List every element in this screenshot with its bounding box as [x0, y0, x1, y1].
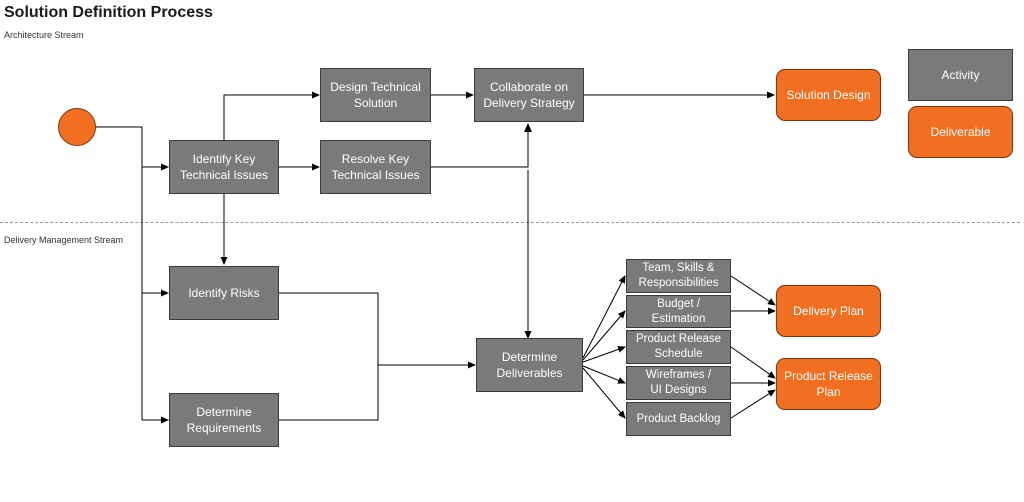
connector-fan-schedule — [582, 346, 626, 363]
stream-divider — [0, 222, 1020, 223]
activity-release-schedule: Product Release Schedule — [626, 330, 731, 364]
activity-resolve-key-issues: Resolve Key Technical Issues — [320, 140, 431, 194]
connector-schedule-to-release-plan — [730, 346, 776, 379]
architecture-stream-label: Architecture Stream — [4, 30, 84, 40]
connector-to-design-solution — [223, 91, 320, 140]
connector-start-trunk — [96, 126, 143, 420]
connector-backlog-to-release-plan — [730, 389, 776, 419]
connector-fan-budget — [582, 310, 626, 361]
connector-risks-merge — [279, 292, 379, 421]
start-node — [58, 108, 96, 146]
deliverable-solution-design: Solution Design — [776, 69, 881, 121]
connector-fan-team — [582, 275, 626, 359]
activity-product-backlog: Product Backlog — [626, 402, 731, 436]
activity-identify-key-issues: Identify Key Technical Issues — [169, 140, 279, 194]
page-title: Solution Definition Process — [4, 4, 213, 21]
activity-wireframes: Wireframes / UI Designs — [626, 366, 731, 400]
activity-determine-requirements: Determine Requirements — [169, 393, 279, 447]
legend-activity: Activity — [908, 49, 1013, 101]
delivery-stream-label: Delivery Management Stream — [4, 235, 124, 245]
activity-budget-estimation: Budget / Estimation — [626, 295, 731, 328]
connector-team-to-delivery-plan — [730, 275, 776, 306]
deliverable-delivery-plan: Delivery Plan — [776, 285, 881, 337]
activity-identify-risks: Identify Risks — [169, 266, 279, 320]
activity-team-skills: Team, Skills & Responsibilities — [626, 259, 731, 293]
connector-fan-backlog — [582, 367, 626, 419]
activity-design-technical-solution: Design Technical Solution — [320, 68, 431, 122]
activity-collaborate-delivery-strategy: Collaborate on Delivery Strategy — [474, 68, 584, 122]
connector-fan-wireframes — [582, 365, 626, 384]
legend-deliverable: Deliverable — [908, 106, 1013, 158]
connector-resolve-to-collaborate — [431, 123, 532, 168]
activity-determine-deliverables: Determine Deliverables — [476, 338, 583, 392]
deliverable-product-release-plan: Product Release Plan — [776, 358, 881, 410]
